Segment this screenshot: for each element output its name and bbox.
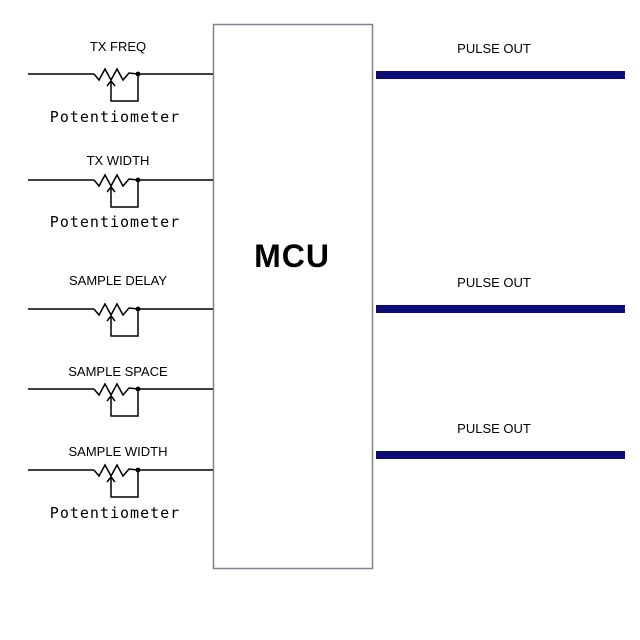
pulse-out-label: PULSE OUT [457, 421, 531, 436]
pulse-out-bar [376, 305, 625, 313]
input-label: TX WIDTH [87, 153, 150, 168]
mcu-label: MCU [254, 238, 330, 274]
pulse-out-bar [376, 451, 625, 459]
pulse-output: PULSE OUT [376, 275, 625, 313]
wiper-arrow-icon [106, 475, 116, 483]
wiper-loop [110, 74, 139, 102]
pulse-output: PULSE OUT [376, 421, 625, 459]
wiper-loop [110, 470, 139, 498]
wiper-loop [110, 180, 139, 208]
potentiometer-input: SAMPLE WIDTH Potentiometer [28, 444, 213, 522]
pulse-out-label: PULSE OUT [457, 275, 531, 290]
resistor-zigzag [93, 382, 139, 397]
pulse-output: PULSE OUT [376, 41, 625, 79]
resistor-zigzag [93, 67, 139, 82]
pulse-out-label: PULSE OUT [457, 41, 531, 56]
input-label: SAMPLE WIDTH [69, 444, 168, 459]
potentiometer-input: SAMPLE SPACE [28, 364, 213, 417]
wiper-arrow-icon [106, 314, 116, 322]
resistor-zigzag [93, 173, 139, 188]
input-label: TX FREQ [90, 39, 146, 54]
mcu-block [212, 23, 374, 570]
pulse-out-bar [376, 71, 625, 79]
wiper-arrow-icon [106, 185, 116, 193]
wiper-loop [110, 309, 139, 337]
wiper-loop [110, 389, 139, 417]
potentiometer-input: TX WIDTH Potentiometer [28, 153, 213, 231]
wiper-arrow-icon [106, 394, 116, 402]
wiper-arrow-icon [106, 79, 116, 87]
resistor-zigzag [93, 463, 139, 478]
potentiometer-label: Potentiometer [50, 504, 180, 522]
resistor-zigzag [93, 302, 139, 317]
potentiometer-label: Potentiometer [50, 108, 180, 126]
potentiometer-input: TX FREQ Potentiometer [28, 39, 213, 126]
potentiometer-label: Potentiometer [50, 213, 180, 231]
input-label: SAMPLE DELAY [69, 273, 167, 288]
potentiometer-input: SAMPLE DELAY [28, 273, 213, 337]
input-label: SAMPLE SPACE [68, 364, 168, 379]
